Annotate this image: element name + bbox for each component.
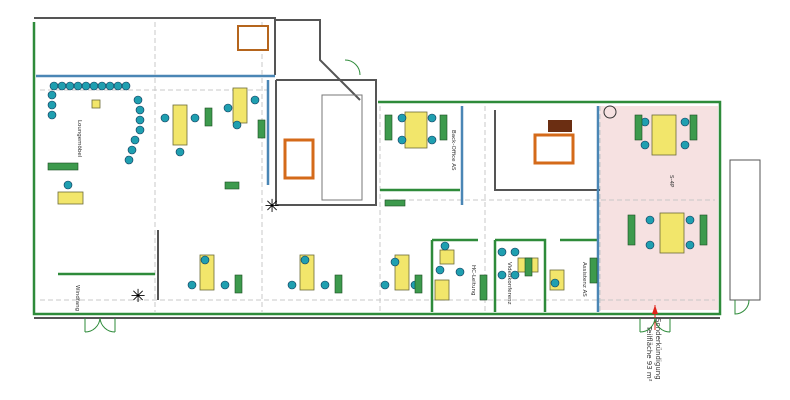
chair [105, 81, 115, 91]
chair [427, 135, 437, 145]
chair [175, 147, 185, 157]
annotation-line2: Teilfläche 93 m² [645, 325, 653, 382]
desk [434, 279, 450, 301]
chair [63, 180, 73, 190]
label-back-office: Back-Office AS [450, 130, 456, 171]
chair [427, 113, 437, 123]
chair [135, 125, 145, 135]
chair [81, 81, 91, 91]
chair [380, 280, 390, 290]
interior-walls [58, 80, 600, 312]
label-open-office: S-4P [668, 175, 674, 188]
chair [645, 240, 655, 250]
cabinet [589, 257, 598, 284]
chair [320, 280, 330, 290]
chair [200, 255, 210, 265]
cabinet [634, 114, 643, 141]
desk [404, 111, 428, 149]
chair [135, 105, 145, 115]
chair [223, 103, 233, 113]
annotation-line1: Sonderkündigung [654, 318, 662, 380]
cabinet [414, 274, 423, 294]
label-hc-leitung: HC-Leitung [470, 265, 476, 295]
desk [91, 99, 101, 109]
cabinet [699, 214, 708, 246]
chair [47, 90, 57, 100]
stair-core [237, 25, 761, 301]
label-assistenz: Assistenz AS [581, 262, 587, 297]
cabinet [689, 114, 698, 141]
desk [57, 191, 84, 205]
cabinet [47, 162, 79, 171]
chair [680, 140, 690, 150]
chair [220, 280, 230, 290]
cabinet [384, 114, 393, 141]
chair [89, 81, 99, 91]
desk [232, 87, 248, 124]
chair [250, 95, 260, 105]
cabinet [627, 214, 636, 246]
chair [300, 255, 310, 265]
chair [440, 241, 450, 251]
chair [73, 81, 83, 91]
chair [435, 265, 445, 275]
chair [57, 81, 67, 91]
chair [287, 280, 297, 290]
north-marker-icon [603, 105, 617, 119]
chair [640, 140, 650, 150]
chair [130, 135, 140, 145]
chair [133, 95, 143, 105]
chair [49, 81, 59, 91]
chair [113, 81, 123, 91]
cabinet [479, 274, 488, 301]
chair [510, 270, 520, 280]
chair [497, 270, 507, 280]
chair [510, 247, 520, 257]
label-lounge: Loungemöbel [76, 120, 82, 158]
cabinet [234, 274, 243, 294]
chair [232, 120, 242, 130]
chair [685, 215, 695, 225]
doors [84, 59, 750, 333]
chair [135, 115, 145, 125]
column-marker-icon: ✳ [130, 286, 145, 307]
chair [685, 240, 695, 250]
label-video: Videokonferenz [506, 262, 512, 305]
cabinet [384, 199, 406, 207]
chair [124, 155, 134, 165]
furniture [47, 81, 708, 301]
chair [47, 110, 57, 120]
chair [390, 257, 400, 267]
chair [645, 215, 655, 225]
desk [651, 114, 677, 156]
chair [550, 278, 560, 288]
outer-walls [32, 17, 722, 319]
desk [439, 249, 455, 265]
desk [172, 104, 188, 146]
chair [160, 113, 170, 123]
chair [680, 117, 690, 127]
chair [187, 280, 197, 290]
cabinet [257, 119, 266, 139]
chair [47, 100, 57, 110]
chair [127, 145, 137, 155]
chair [397, 113, 407, 123]
chair [97, 81, 107, 91]
cabinet [439, 114, 448, 141]
chair [397, 135, 407, 145]
desk [659, 212, 685, 254]
cabinet [224, 181, 240, 190]
label-entrance: Windfang [74, 285, 80, 311]
cabinet [334, 274, 343, 294]
chair [65, 81, 75, 91]
chair [121, 81, 131, 91]
chair [497, 247, 507, 257]
chair [190, 113, 200, 123]
structural-grid [40, 22, 715, 312]
cabinet [204, 107, 213, 127]
column-marker-icon: ✳ [264, 196, 279, 217]
cabinet [524, 257, 533, 277]
chair [455, 267, 465, 277]
